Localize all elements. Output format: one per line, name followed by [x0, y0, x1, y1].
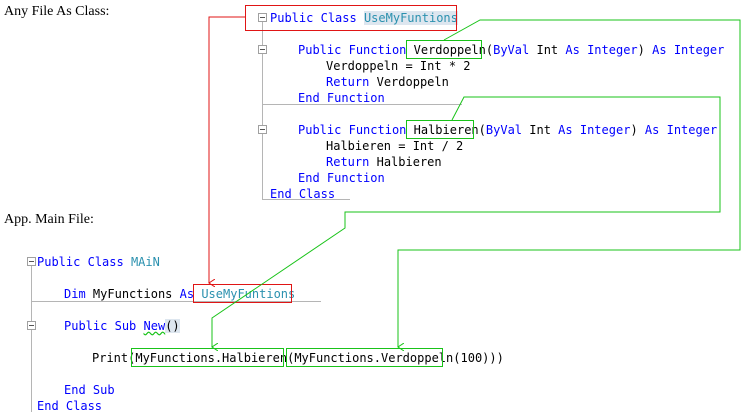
- code-line-end-sub: End Sub: [64, 382, 115, 398]
- return-value: Halbieren: [376, 155, 442, 169]
- highlight-class-name: [245, 5, 457, 31]
- return-value: Verdoppeln: [376, 75, 449, 89]
- heading-class-file: Any File As Class:: [4, 4, 110, 19]
- fold-toggle-main-class[interactable]: [27, 257, 36, 266]
- kw-dim: Dim: [64, 287, 86, 301]
- kw-public: Public: [37, 255, 81, 269]
- kw-end: End: [298, 171, 320, 185]
- kw-end: End: [298, 91, 320, 105]
- var-myfunctions: MyFunctions: [92, 287, 173, 301]
- connector-green-verdoppeln: [398, 19, 741, 347]
- connector-red-class-to-type: [209, 16, 245, 283]
- code-line-class-decl: Public Class UseMyFuntions: [270, 10, 458, 26]
- kw-function: Function: [326, 91, 385, 105]
- dim-separator: [31, 301, 321, 302]
- kw-as: As: [558, 123, 573, 137]
- kw-end-sub: End Sub: [64, 383, 115, 397]
- code-line-dim: Dim MyFunctions As UseMyFuntions: [64, 286, 295, 302]
- highlight-call-halbieren: [131, 348, 284, 367]
- kw-class: Class: [320, 11, 357, 25]
- param-int: Int: [529, 123, 551, 137]
- code-line-end-class: End Class: [270, 186, 335, 202]
- call-verdoppeln: MyFunctions.Verdoppeln: [294, 351, 454, 365]
- code-line-main-class: Public Class MAiN: [37, 254, 160, 270]
- code-line-end-main-class: End Class: [37, 398, 102, 414]
- connector-green-halbieren: [212, 96, 721, 347]
- kw-end-class: End Class: [37, 399, 103, 413]
- outline-guide: [262, 22, 263, 200]
- kw-public: Public: [64, 319, 108, 333]
- func-name-verdoppeln: Verdoppeln: [413, 43, 486, 57]
- fold-toggle-class[interactable]: [258, 13, 267, 22]
- kw-integer: Integer: [587, 43, 638, 57]
- sub-name-new: New: [143, 319, 166, 333]
- sub-parens: (): [165, 319, 180, 333]
- highlight-func-halbieren: [406, 120, 474, 139]
- heading-main-file: App. Main File:: [4, 212, 94, 227]
- class-name-usemyfuntions: UseMyFuntions: [363, 11, 458, 25]
- fold-toggle-sub-new[interactable]: [27, 321, 36, 330]
- outline-guide-end: [262, 199, 350, 200]
- kw-public: Public: [298, 123, 342, 137]
- code-line-func2-body: Halbieren = Int / 2: [326, 138, 463, 154]
- kw-end: End: [270, 187, 292, 201]
- code-line-func2-end: End Function: [298, 170, 385, 186]
- kw-return: Return: [326, 155, 370, 169]
- function-separator: [262, 104, 462, 105]
- code-line-func1-end: End Function: [298, 90, 385, 106]
- kw-function: Function: [326, 171, 385, 185]
- outline-guide: [31, 266, 32, 412]
- kw-integer: Integer: [666, 123, 718, 137]
- kw-class: Class: [298, 187, 336, 201]
- code-line-func1-return: Return Verdoppeln: [326, 74, 449, 90]
- code-line-print: Print(MyFunctions.Halbieren(MyFunctions.…: [92, 351, 504, 365]
- kw-as: As: [179, 287, 195, 301]
- kw-function: Function: [348, 123, 407, 137]
- kw-integer: Integer: [579, 123, 631, 137]
- kw-as: As: [644, 123, 660, 137]
- kw-public: Public: [270, 11, 314, 25]
- kw-byval: ByVal: [485, 123, 523, 137]
- kw-return: Return: [326, 75, 370, 89]
- stmt-halbieren-assign: Halbieren = Int / 2: [326, 139, 464, 153]
- call-argument: (100))): [453, 351, 504, 365]
- kw-as: As: [652, 43, 667, 57]
- kw-byval: ByVal: [493, 43, 530, 57]
- kw-sub: Sub: [114, 319, 137, 333]
- highlight-type-usemyfuntions: [193, 284, 292, 303]
- class-name-main: MAiN: [130, 255, 160, 269]
- code-line-func1-body: Verdoppeln = Int * 2: [326, 58, 471, 74]
- stmt-print: Print: [92, 351, 129, 365]
- code-line-func2-return: Return Halbieren: [326, 154, 442, 170]
- fold-toggle-func1[interactable]: [258, 45, 267, 54]
- kw-integer: Integer: [673, 43, 725, 57]
- call-halbieren: MyFunctions.Halbieren: [135, 351, 288, 365]
- stmt-verdoppeln-assign: Verdoppeln = Int * 2: [326, 59, 471, 73]
- highlight-call-verdoppeln: [286, 348, 443, 367]
- code-line-sub-new: Public Sub New(): [64, 318, 180, 334]
- kw-as: As: [565, 43, 580, 57]
- fold-toggle-func2[interactable]: [258, 125, 267, 134]
- kw-function: Function: [348, 43, 407, 57]
- code-line-func1-decl: Public Function Verdoppeln(ByVal Int As …: [298, 43, 725, 57]
- highlight-func-verdoppeln: [406, 40, 482, 59]
- param-int: Int: [536, 43, 559, 57]
- code-line-func2-decl: Public Function Halbieren(ByVal Int As I…: [298, 123, 718, 137]
- kw-class: Class: [87, 255, 124, 269]
- kw-public: Public: [298, 43, 342, 57]
- func-name-halbieren: Halbieren: [413, 123, 479, 137]
